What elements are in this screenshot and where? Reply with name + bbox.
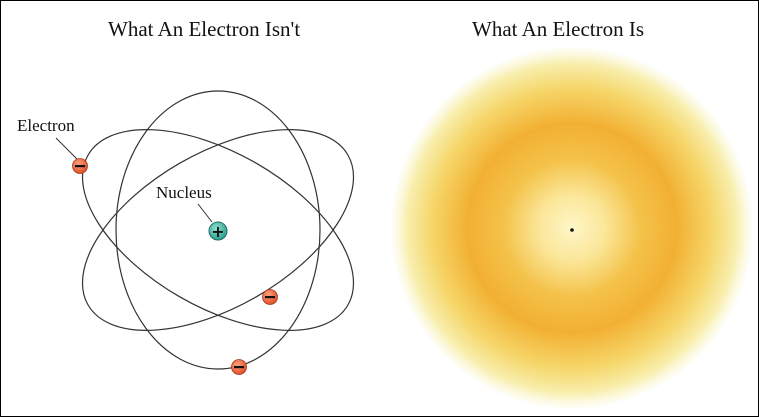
electron-cloud <box>392 48 752 408</box>
right-title: What An Electron Is <box>472 17 645 41</box>
cloud-center-dot <box>570 228 574 232</box>
orbit-group <box>81 90 355 370</box>
nucleus-label: Nucleus <box>156 183 212 202</box>
electron-minus-symbol <box>75 165 85 168</box>
orbit-tilted-right <box>81 129 355 331</box>
electron-minus-symbol <box>234 366 244 369</box>
electron-2 <box>262 289 278 305</box>
orbit-vertical <box>115 90 321 370</box>
left-title: What An Electron Isn't <box>108 17 301 41</box>
nucleus-pointer-line <box>197 203 213 223</box>
orbit-tilted-left <box>81 129 355 331</box>
nucleus: + <box>208 221 228 241</box>
nucleus-plus-symbol: + <box>211 222 224 241</box>
electron-3 <box>231 359 247 375</box>
electron-minus-symbol <box>265 296 275 299</box>
electron-1 <box>72 158 88 174</box>
electron-label: Electron <box>17 116 75 135</box>
electron-pointer-line <box>55 137 78 160</box>
